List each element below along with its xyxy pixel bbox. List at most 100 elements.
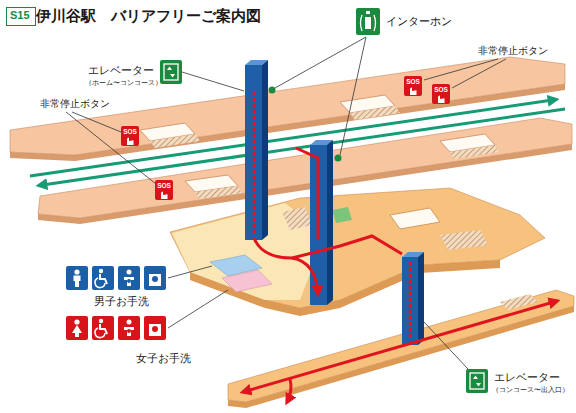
leader-line	[66, 112, 156, 184]
stair-opening	[390, 208, 440, 229]
icon-ground	[466, 369, 488, 393]
icon-ground	[356, 8, 380, 35]
stairs	[195, 186, 242, 199]
icon-symbol	[99, 269, 103, 273]
elevator-icon	[466, 369, 488, 393]
icon-ground	[92, 266, 114, 290]
icon-symbol	[470, 373, 484, 389]
leader-line	[275, 37, 366, 88]
page-title: 伊川谷駅 バリアフリーご案内図	[36, 7, 261, 25]
icon-symbol	[74, 319, 79, 324]
route-dotted	[409, 262, 412, 340]
icon-symbol	[127, 138, 134, 146]
stairs	[440, 230, 488, 250]
ostomate-icon	[144, 316, 166, 340]
elevator-label: エレベーター	[88, 64, 154, 77]
elevator-shaft	[402, 257, 418, 345]
exit-passage	[228, 290, 574, 402]
toilet-icon	[66, 266, 88, 290]
icon-symbol	[361, 15, 376, 31]
intercom-dot	[335, 155, 342, 162]
stairs	[450, 145, 499, 159]
leader-line	[72, 112, 121, 132]
icon-ground	[121, 126, 139, 146]
track-direction-line	[39, 109, 565, 185]
route-dotted	[253, 92, 256, 236]
icon-symbol	[167, 67, 175, 78]
icon-symbol	[74, 269, 79, 274]
icon-symbol	[149, 324, 161, 336]
icon-symbol	[164, 64, 178, 80]
sos-text: SOS	[432, 85, 450, 94]
emergency-button-label: 非常停止ボタン	[40, 98, 110, 110]
emergency-button-icon	[432, 84, 450, 104]
elevator-shaft	[245, 65, 262, 240]
stairs	[150, 134, 200, 148]
emergency-button-icon	[404, 76, 422, 96]
icon-symbol	[100, 324, 107, 334]
track-direction-line	[30, 100, 556, 176]
leader-line	[424, 322, 468, 369]
accessible-toilet-icon	[92, 266, 114, 290]
icon-ground	[92, 316, 114, 340]
icon-symbol	[127, 320, 132, 325]
icon-ground	[118, 316, 140, 340]
icon-ground	[160, 60, 182, 84]
station-number-badge: S15	[6, 7, 36, 26]
intercom-spot	[332, 207, 352, 223]
icon-symbol	[124, 277, 134, 286]
elevator-icon	[160, 60, 182, 84]
icon-symbol	[152, 276, 158, 282]
icon-symbol	[99, 319, 103, 323]
icon-symbol	[95, 278, 105, 288]
route-line	[296, 148, 318, 240]
leader-line	[340, 37, 366, 155]
icon-symbol	[438, 96, 445, 104]
icon-ground	[66, 266, 88, 290]
icon-symbol	[74, 276, 81, 288]
elevator-side	[327, 140, 333, 305]
icon-symbol	[127, 279, 131, 283]
stairs	[282, 207, 312, 230]
platform-slab	[10, 57, 565, 155]
icon-symbol	[95, 328, 105, 338]
leader-line	[168, 266, 212, 278]
icon-symbol	[366, 11, 370, 14]
leader-line	[168, 290, 228, 328]
restroom-label: 男子お手洗	[94, 295, 149, 308]
icon-symbol	[365, 17, 371, 29]
elevator-side	[418, 252, 424, 345]
icon-symbol	[410, 88, 417, 96]
womens-restroom	[222, 270, 272, 292]
sos-text: SOS	[155, 181, 173, 190]
icon-symbol	[124, 327, 134, 336]
baby-seat-icon	[118, 266, 140, 290]
icon-ground	[66, 316, 88, 340]
leader-line	[452, 59, 506, 88]
icon-symbol	[127, 329, 131, 333]
toilet-icon	[66, 316, 88, 340]
icon-ground	[432, 84, 450, 104]
leader-line	[182, 72, 244, 91]
ostomate-icon	[144, 266, 166, 290]
sos-text: SOS	[404, 77, 422, 86]
icon-ground	[404, 76, 422, 96]
emergency-button-icon	[155, 180, 173, 200]
route-line	[287, 379, 291, 402]
stairs	[350, 106, 400, 120]
icon-symbol	[152, 326, 158, 332]
sos-text: SOS	[121, 127, 139, 136]
elevator-sublabel: （ホーム〜コンコース）	[85, 79, 162, 87]
elevator-label: エレベーター	[494, 371, 560, 384]
icon-symbol	[127, 270, 132, 275]
icon-ground	[144, 266, 166, 290]
elevator-sublabel: （コンコース〜出入口）	[492, 386, 569, 394]
route-line	[292, 258, 318, 294]
icon-ground	[155, 180, 173, 200]
restroom-label: 女子お手洗	[136, 352, 191, 365]
icon-symbol	[149, 274, 161, 286]
emergency-button-icon	[121, 126, 139, 146]
